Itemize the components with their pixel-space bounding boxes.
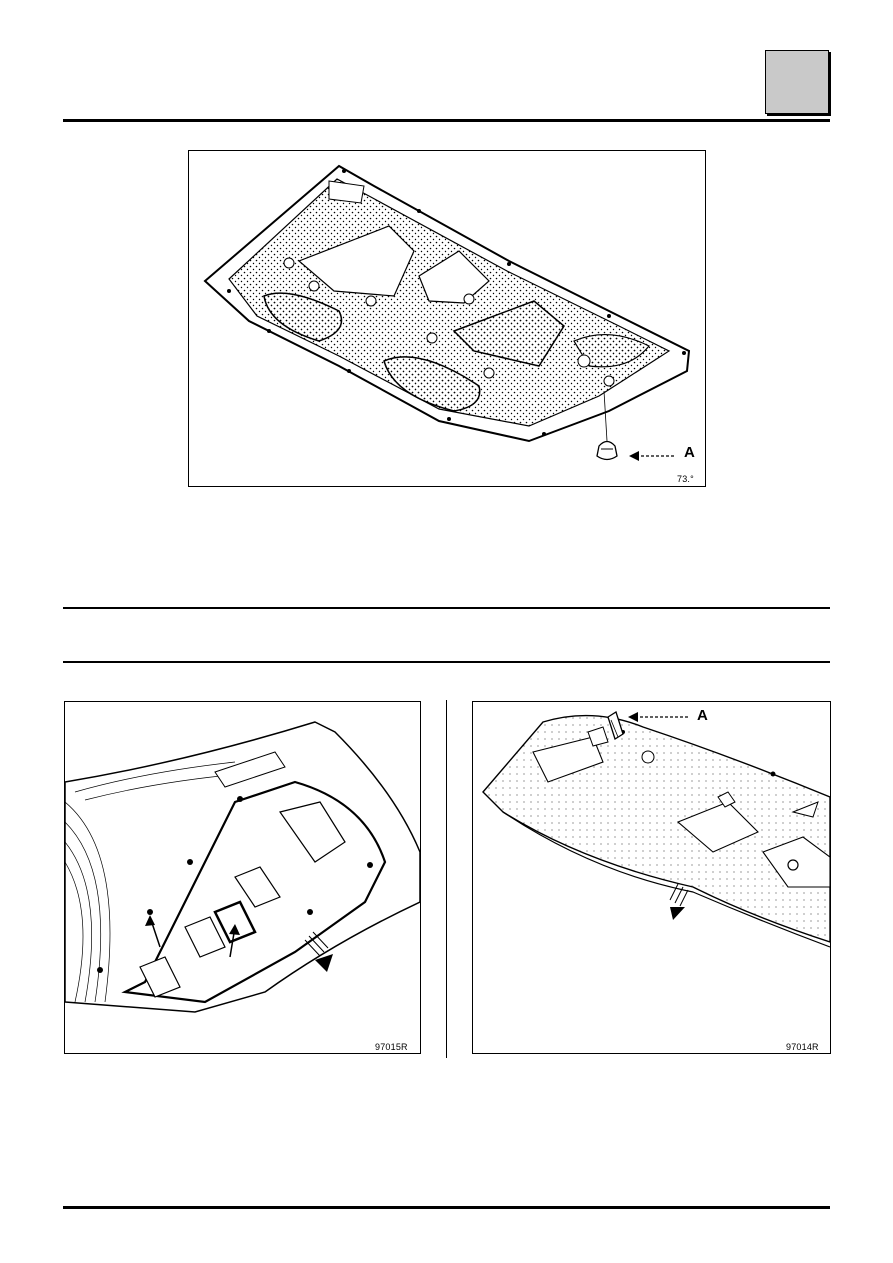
trunk-lid-trim-removal-illustration [65, 721, 420, 1013]
figure-hood-insulation: A 73.° [188, 150, 706, 487]
figure-trunk-lid-right: A 97014R [472, 701, 831, 1054]
section-rule-top [63, 607, 830, 609]
hood-insulation-illustration [203, 164, 691, 461]
footer-rule [63, 1206, 830, 1209]
figure-code: 97015R [375, 1042, 408, 1052]
figure-code: 97014R [786, 1042, 819, 1052]
figure-divider [446, 700, 447, 1058]
callout-label-a: A [697, 707, 708, 724]
figure-code: 73.° [677, 474, 694, 484]
figure-trunk-lid-left: 97015R [64, 701, 421, 1054]
section-rule-bottom [63, 661, 830, 663]
trunk-lid-trim-clip-illustration [482, 711, 830, 948]
section-tab [765, 50, 829, 114]
callout-label-a: A [684, 444, 695, 461]
header-rule [63, 119, 830, 122]
